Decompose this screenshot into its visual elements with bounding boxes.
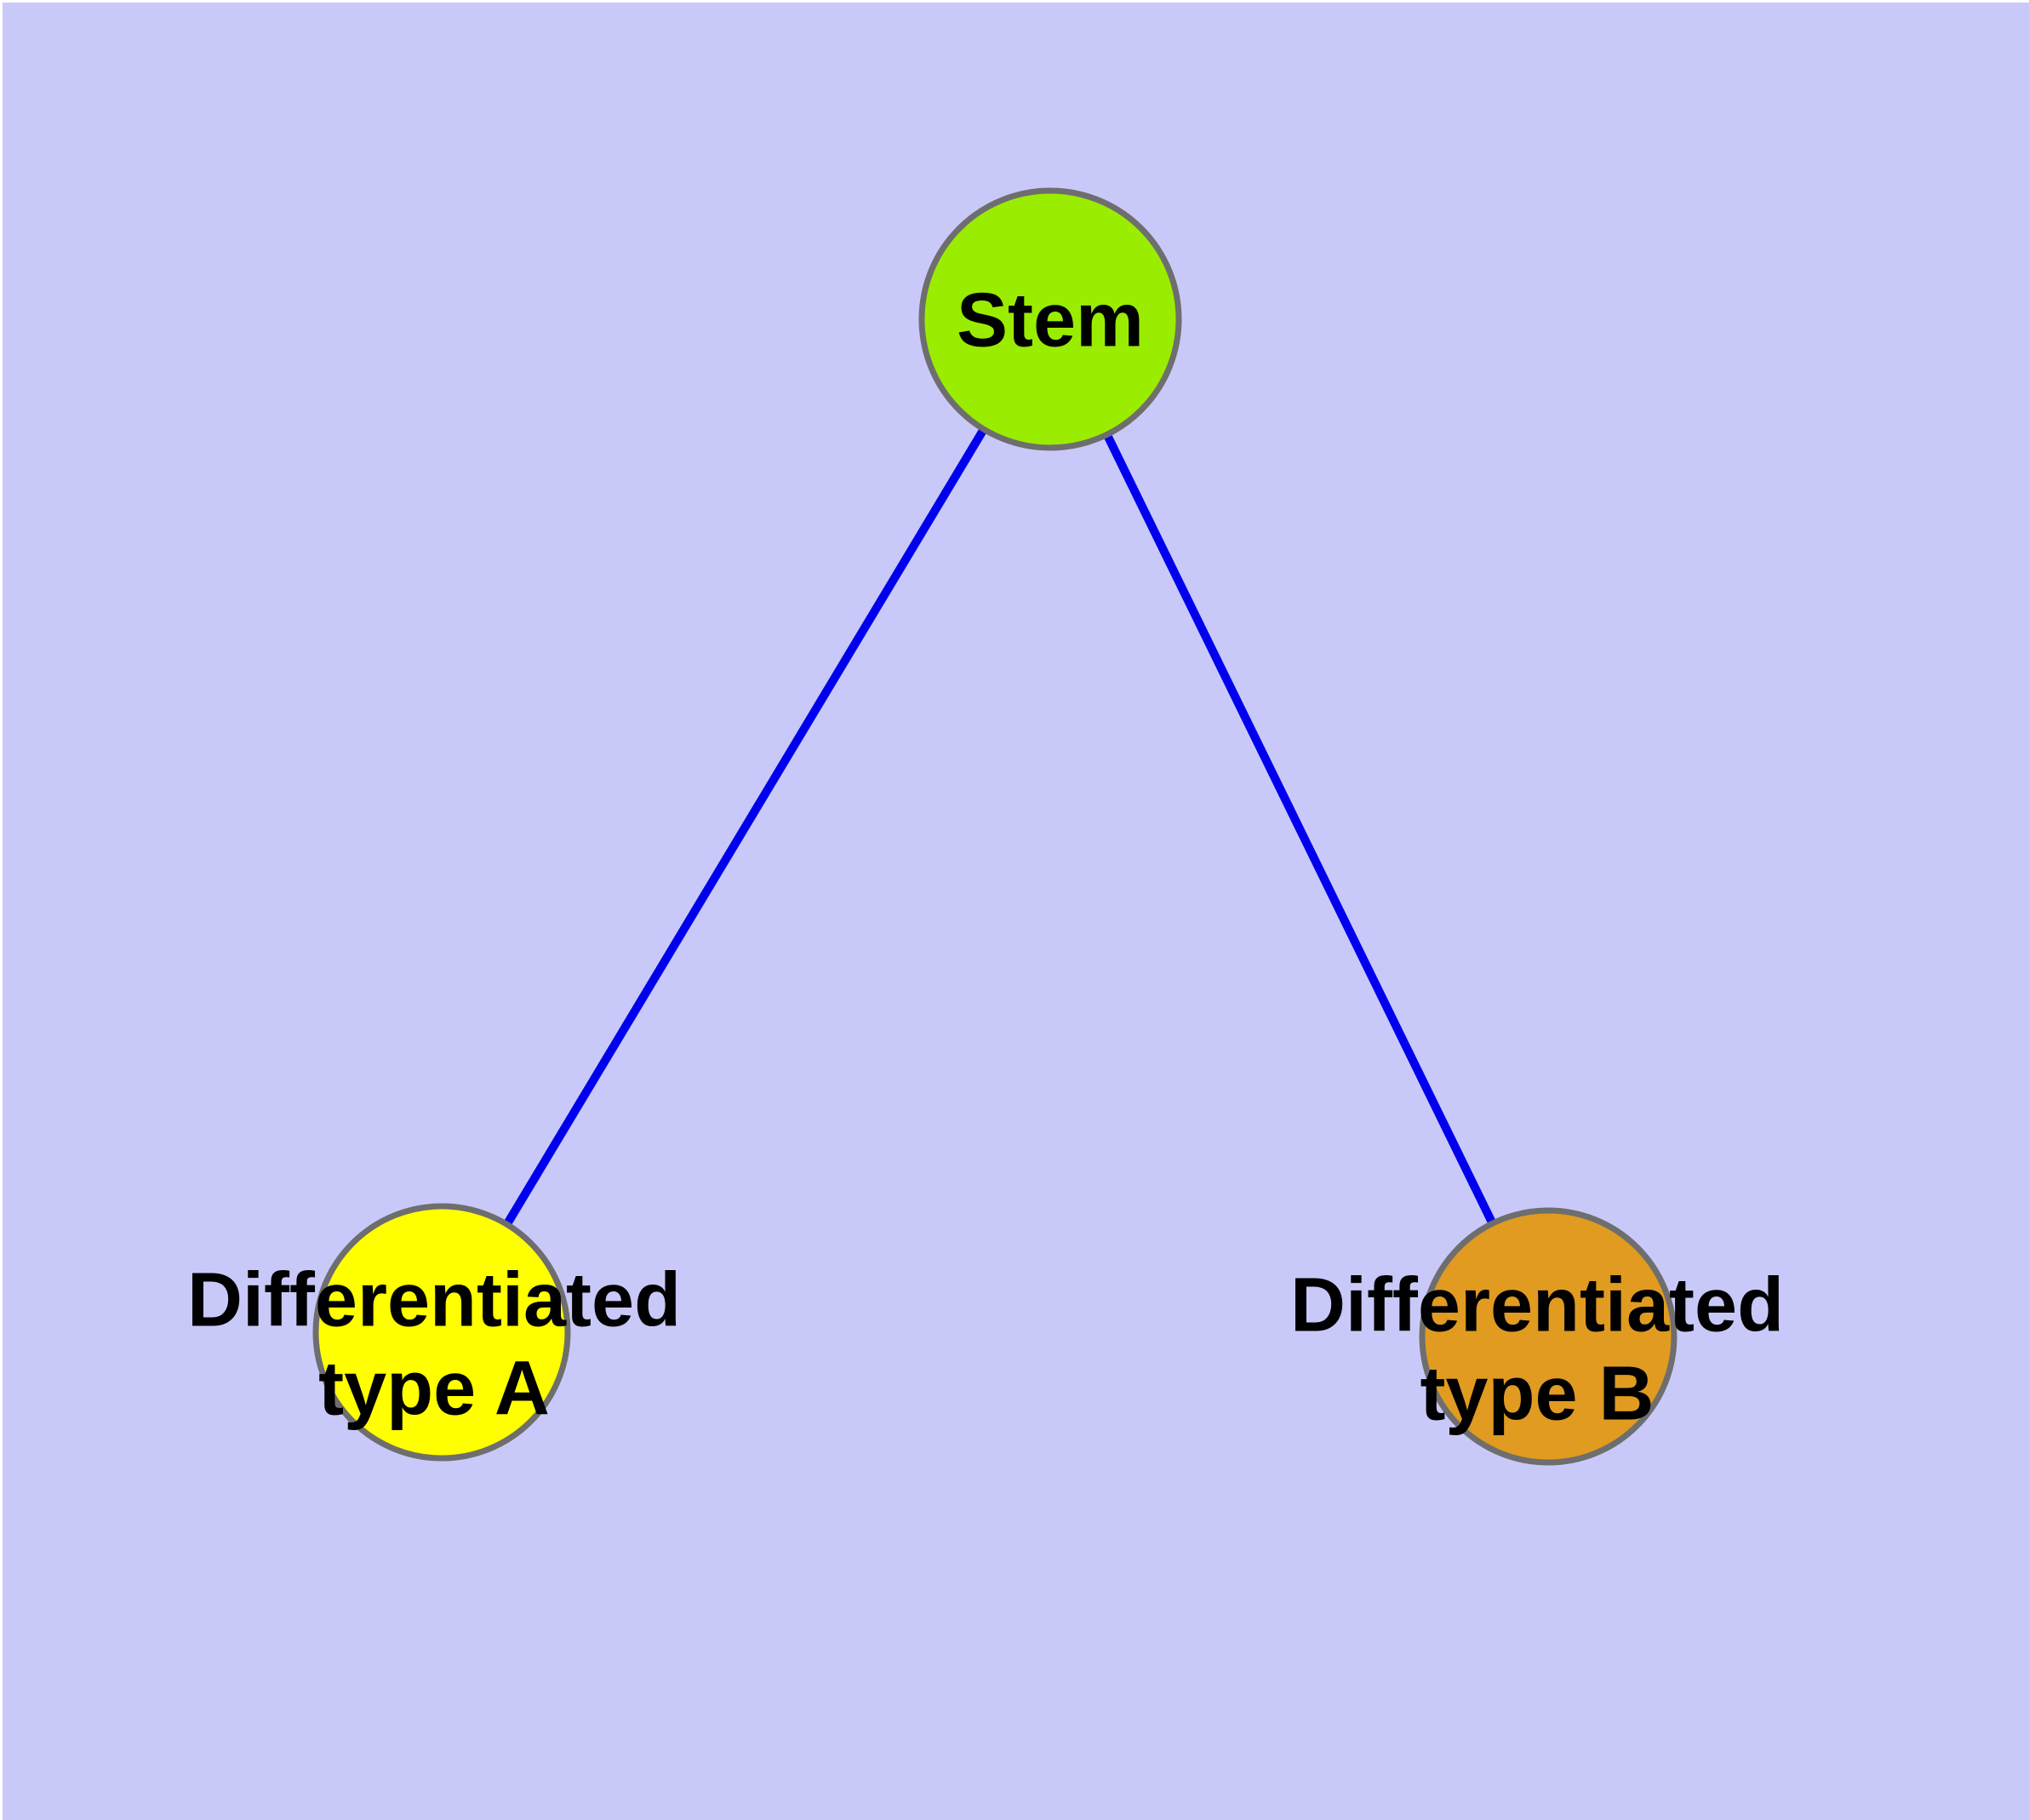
edge-stem-to-type-b: [1100, 427, 1498, 1228]
type-b-node-circle: [1419, 1207, 1677, 1466]
type-a-node-circle: [312, 1203, 571, 1462]
edge-stem-to-type-a: [501, 422, 991, 1229]
stem-node-circle: [918, 187, 1182, 451]
